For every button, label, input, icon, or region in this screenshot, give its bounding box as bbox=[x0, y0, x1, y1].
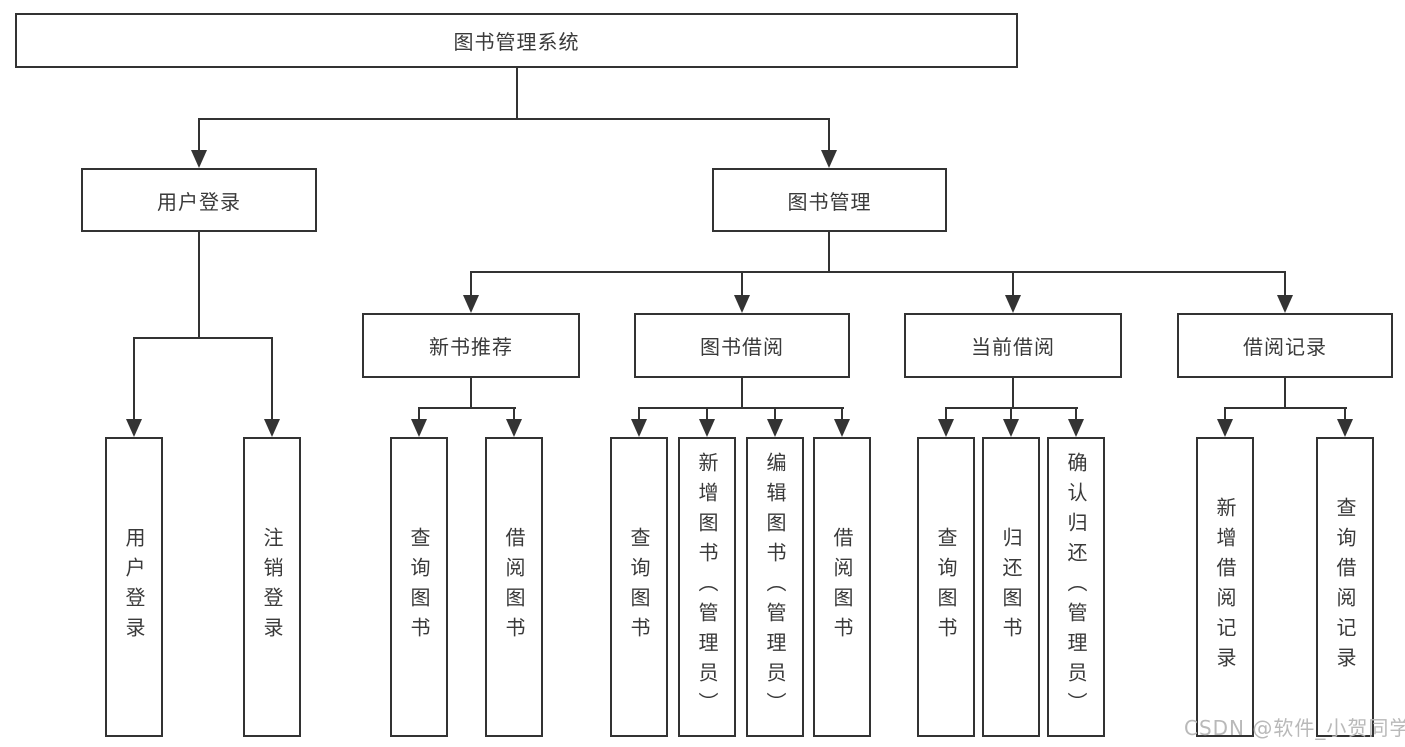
leaf-label: 新增借阅记录 bbox=[1213, 497, 1237, 677]
connector-line bbox=[513, 407, 515, 421]
connector-line bbox=[828, 232, 830, 272]
leaf-label: 查询图书 bbox=[407, 527, 431, 647]
connector-line bbox=[418, 407, 516, 409]
connector-line bbox=[198, 232, 200, 338]
arrow-down-icon bbox=[821, 150, 837, 168]
node-label: 图书管理系统 bbox=[453, 30, 580, 54]
node-book-borrowing: 图书借阅 bbox=[634, 313, 850, 378]
node-label: 用户登录 bbox=[157, 189, 241, 214]
connector-line bbox=[470, 271, 1286, 273]
leaf-logout-login: 注销登录 bbox=[243, 437, 301, 737]
leaf-label: 查询借阅记录 bbox=[1333, 497, 1357, 677]
connector-line bbox=[133, 337, 135, 421]
arrow-down-icon bbox=[506, 419, 522, 437]
arrow-down-icon bbox=[191, 150, 207, 168]
node-book-management: 图书管理 bbox=[712, 168, 947, 232]
connector-line bbox=[418, 407, 420, 421]
connector-line bbox=[198, 118, 830, 120]
leaf-label: 查询图书 bbox=[627, 527, 651, 647]
leaf-query-books-borrow: 查询图书 bbox=[610, 437, 668, 737]
connector-line bbox=[470, 271, 472, 297]
arrow-down-icon bbox=[1068, 419, 1084, 437]
leaf-label: 新增图书（管理员） bbox=[695, 452, 719, 722]
csdn-watermark: CSDN @软件_小贺同学 bbox=[1184, 716, 1405, 740]
connector-line bbox=[133, 337, 273, 339]
arrow-down-icon bbox=[938, 419, 954, 437]
leaf-borrow-books-recommend: 借阅图书 bbox=[485, 437, 543, 737]
leaf-return-books: 归还图书 bbox=[982, 437, 1040, 737]
connector-line bbox=[1284, 271, 1286, 297]
arrow-down-icon bbox=[631, 419, 647, 437]
leaf-query-books-current: 查询图书 bbox=[917, 437, 975, 737]
connector-line bbox=[1012, 378, 1014, 408]
connector-line bbox=[198, 118, 200, 154]
connector-line bbox=[1010, 407, 1012, 421]
leaf-query-books-recommend: 查询图书 bbox=[390, 437, 448, 737]
node-label: 借阅记录 bbox=[1243, 335, 1327, 359]
connector-line bbox=[1075, 407, 1077, 421]
arrow-down-icon bbox=[767, 419, 783, 437]
connector-line bbox=[828, 118, 830, 154]
node-new-book-recommendation: 新书推荐 bbox=[362, 313, 580, 378]
arrow-down-icon bbox=[463, 295, 479, 313]
arrow-down-icon bbox=[699, 419, 715, 437]
arrow-down-icon bbox=[1217, 419, 1233, 437]
leaf-edit-books-admin: 编辑图书（管理员） bbox=[746, 437, 804, 737]
leaf-label: 编辑图书（管理员） bbox=[763, 452, 787, 722]
arrow-down-icon bbox=[734, 295, 750, 313]
connector-line bbox=[470, 378, 472, 408]
connector-line bbox=[516, 68, 518, 120]
leaf-confirm-return-admin: 确认归还（管理员） bbox=[1047, 437, 1105, 737]
connector-line bbox=[1012, 271, 1014, 297]
connector-line bbox=[638, 407, 844, 409]
leaf-user-login: 用户登录 bbox=[105, 437, 163, 737]
node-label: 新书推荐 bbox=[429, 335, 513, 359]
leaf-label: 注销登录 bbox=[260, 527, 284, 647]
leaf-label: 查询图书 bbox=[934, 527, 958, 647]
leaf-borrow-books: 借阅图书 bbox=[813, 437, 871, 737]
leaf-label: 归还图书 bbox=[999, 527, 1023, 647]
node-borrowing-records: 借阅记录 bbox=[1177, 313, 1393, 378]
connector-line bbox=[271, 337, 273, 421]
node-label: 当前借阅 bbox=[971, 335, 1055, 359]
arrow-down-icon bbox=[1005, 295, 1021, 313]
arrow-down-icon bbox=[411, 419, 427, 437]
leaf-label: 确认归还（管理员） bbox=[1064, 452, 1088, 722]
node-current-borrowing: 当前借阅 bbox=[904, 313, 1122, 378]
leaf-label: 用户登录 bbox=[122, 527, 146, 647]
arrow-down-icon bbox=[1277, 295, 1293, 313]
leaf-label: 借阅图书 bbox=[502, 527, 526, 647]
connector-line bbox=[706, 407, 708, 421]
node-label: 图书管理 bbox=[787, 189, 872, 214]
arrow-down-icon bbox=[1337, 419, 1353, 437]
arrow-down-icon bbox=[126, 419, 142, 437]
connector-line bbox=[945, 407, 947, 421]
arrow-down-icon bbox=[834, 419, 850, 437]
leaf-label: 借阅图书 bbox=[830, 527, 854, 647]
arrow-down-icon bbox=[264, 419, 280, 437]
arrow-down-icon bbox=[1003, 419, 1019, 437]
connector-line bbox=[1284, 378, 1286, 408]
connector-line bbox=[1344, 407, 1346, 421]
connector-line bbox=[841, 407, 843, 421]
connector-line bbox=[638, 407, 640, 421]
leaf-add-borrow-record: 新增借阅记录 bbox=[1196, 437, 1254, 737]
node-label: 图书借阅 bbox=[700, 335, 784, 359]
leaf-query-borrow-record: 查询借阅记录 bbox=[1316, 437, 1374, 737]
connector-line bbox=[1224, 407, 1347, 409]
connector-line bbox=[741, 378, 743, 408]
node-user-login: 用户登录 bbox=[81, 168, 317, 232]
connector-line bbox=[741, 271, 743, 297]
connector-line bbox=[774, 407, 776, 421]
node-library-system: 图书管理系统 bbox=[15, 13, 1018, 68]
connector-line bbox=[1224, 407, 1226, 421]
leaf-add-books-admin: 新增图书（管理员） bbox=[678, 437, 736, 737]
